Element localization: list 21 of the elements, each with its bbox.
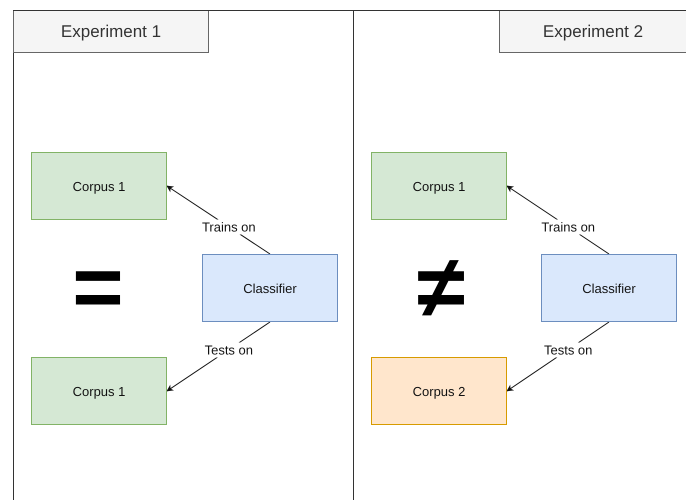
- process-box: [31, 152, 167, 220]
- box-label: Corpus 1: [412, 178, 466, 194]
- process-box: [202, 254, 338, 322]
- relation-symbol: ≠: [416, 243, 466, 331]
- process-box: [371, 152, 507, 220]
- process-box: [371, 357, 507, 425]
- tab-heading: Experiment 1: [13, 11, 209, 53]
- edge-label: Tests on: [542, 342, 594, 358]
- box-label: Corpus 1: [72, 178, 126, 194]
- panel: [13, 10, 354, 500]
- process-box: [31, 357, 167, 425]
- box-label: Classifier: [582, 280, 636, 296]
- edge-label: Trains on: [200, 219, 258, 234]
- tab-heading: Experiment 2: [499, 11, 686, 53]
- box-label: Corpus 1: [72, 384, 126, 398]
- box-label: Classifier: [243, 280, 297, 296]
- edge-label: Trains on: [539, 219, 598, 234]
- process-box: [541, 254, 677, 322]
- box-label: Corpus 2: [412, 384, 466, 398]
- relation-symbol: =: [72, 243, 124, 331]
- edge-label: Tests on: [202, 342, 255, 358]
